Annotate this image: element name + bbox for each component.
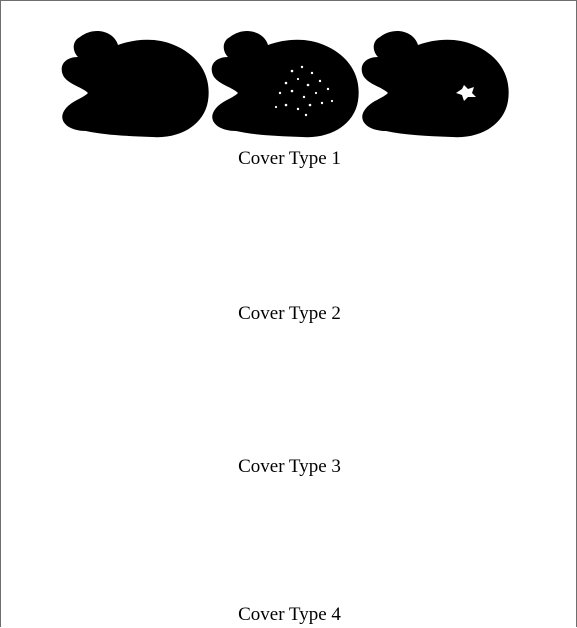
caption-cover-type-2: Cover Type 2 — [1, 304, 577, 323]
caption-cover-type-4: Cover Type 4 — [1, 605, 577, 624]
panel-1-2 — [212, 31, 359, 137]
caption-cover-type-1: Cover Type 1 — [1, 149, 577, 168]
panel-1-1 — [62, 31, 209, 137]
row-1-panels — [62, 31, 509, 137]
caption-cover-type-3: Cover Type 3 — [1, 457, 577, 476]
panel-1-3 — [362, 31, 509, 137]
